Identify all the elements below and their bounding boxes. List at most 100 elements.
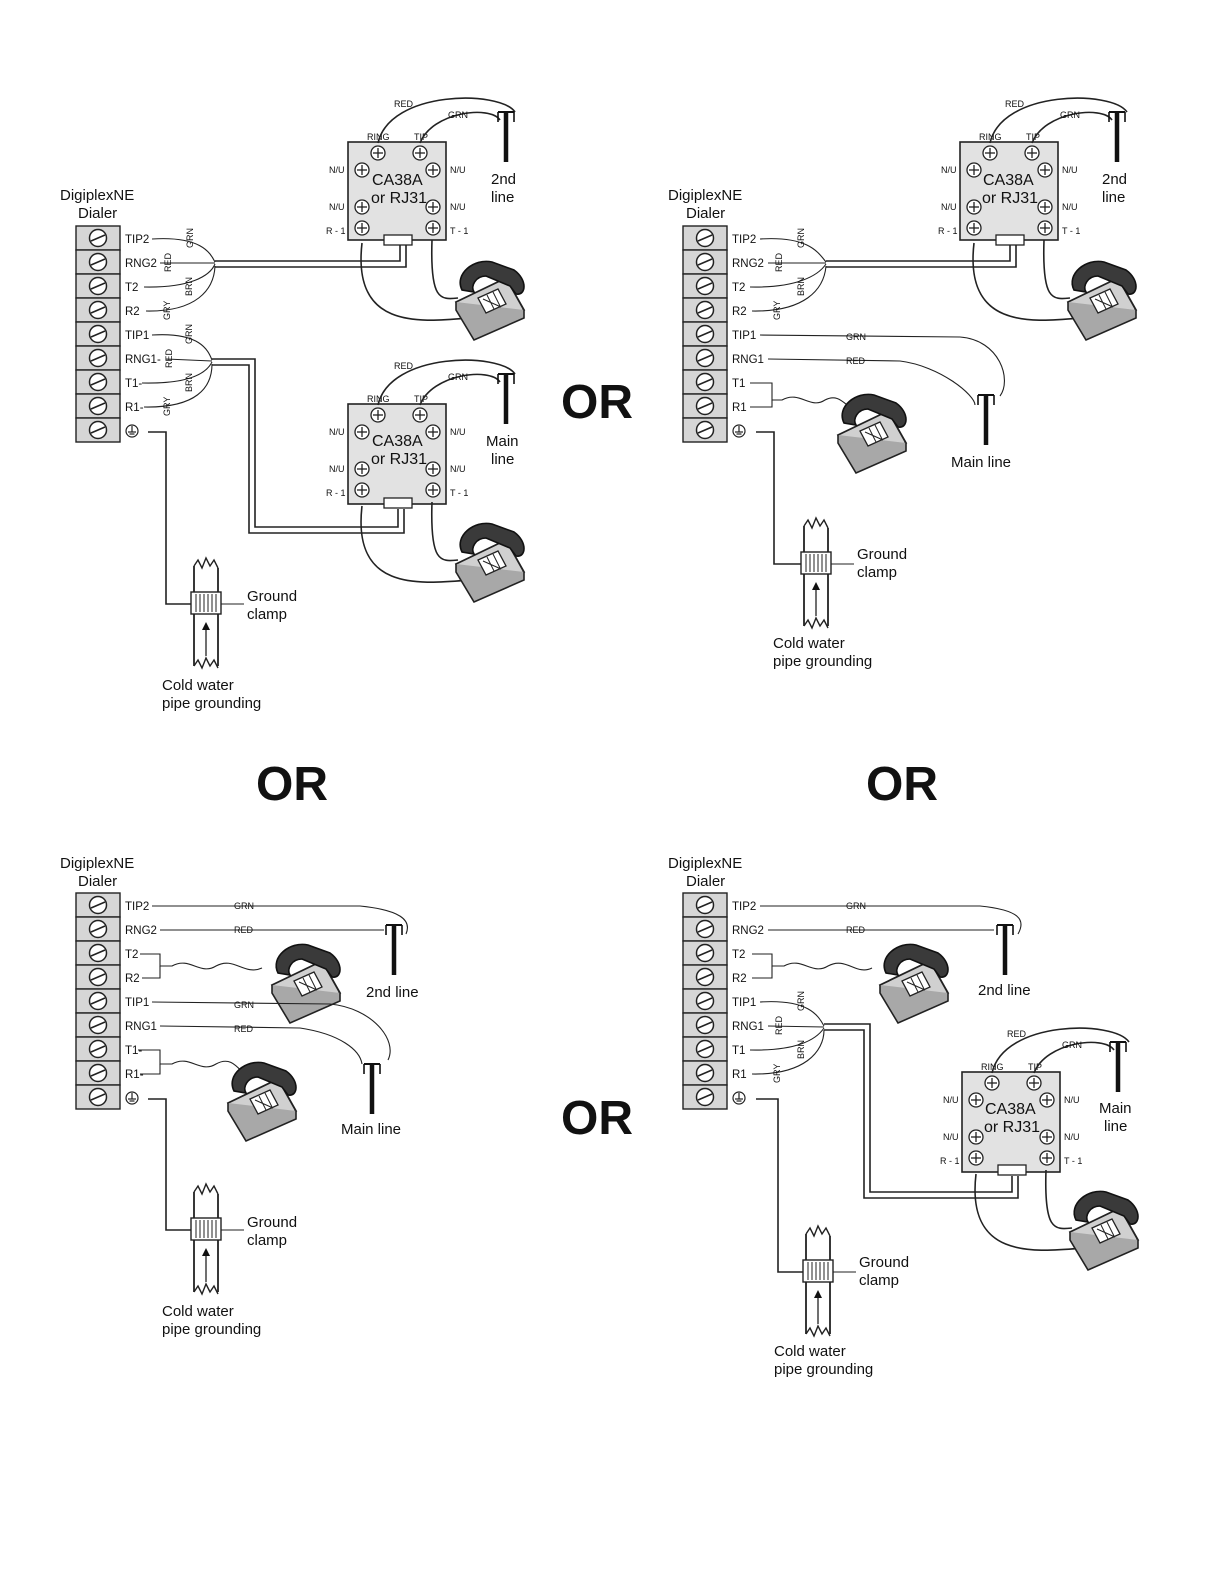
label-wire_colors-red: RED — [234, 925, 254, 935]
label-wire_colors-red: RED — [163, 252, 173, 272]
label-jack-nu: N/U — [1064, 1132, 1080, 1142]
label-dialer-name: DigiplexNE — [60, 855, 134, 872]
telephone-icon — [271, 943, 341, 1024]
label-terminals_plain-4: TIP1 — [732, 997, 756, 1009]
terminal-t1: T1- — [125, 378, 142, 390]
label-terminals_plain-1: RNG2 — [732, 925, 764, 937]
label-wire_colors-grn: GRN — [846, 901, 866, 911]
label-terminals_plain-5: RNG1 — [125, 1021, 157, 1033]
quadrant-bottom-right: DigiplexNE Dialer TIP2 RNG2 T2 R2 TIP1 R… — [668, 855, 1139, 1378]
label-jack-nu: N/U — [329, 165, 345, 175]
telephone-icon — [1069, 1190, 1139, 1271]
label-ground-pipe_b: pipe grounding — [162, 1321, 261, 1338]
label-wire_colors-gry: GRY — [772, 1064, 782, 1083]
label-ground-clamp_a: Ground — [859, 1254, 909, 1271]
telephone-icon — [837, 393, 907, 474]
label-jack-nu: N/U — [450, 427, 466, 437]
label-wire_colors-red: RED — [1005, 99, 1025, 109]
ground-pipe — [802, 1225, 834, 1337]
label-lines-second_b: line — [1102, 189, 1125, 206]
label-jack-nu: N/U — [329, 427, 345, 437]
label-terminals_plain-7: R1 — [732, 1069, 747, 1081]
label-wire_colors-grn: GRN — [184, 324, 194, 344]
label-dialer-name: DigiplexNE — [668, 855, 742, 872]
terminal-r1: R1- — [125, 402, 144, 414]
label-wire_colors-red: RED — [234, 1024, 254, 1034]
jack-lower: CA38A or RJ31 RING TIP N/U N/U N/U N/U R… — [326, 394, 468, 509]
label-dialer-sub: Dialer — [78, 873, 117, 890]
label-jack-nu: N/U — [943, 1095, 959, 1105]
label-jack-nu: N/U — [941, 165, 957, 175]
label-terminals_plain-3: R2 — [732, 306, 747, 318]
label-lines-main_b: line — [1104, 1118, 1127, 1135]
label-wire_colors-red: RED — [846, 925, 866, 935]
label-terminals_plain-6: T1 — [732, 1045, 745, 1057]
ground-pipe — [190, 1183, 222, 1295]
label-wire_colors-gry: GRY — [162, 301, 172, 320]
label-jack-tip: TIP — [1028, 1062, 1042, 1072]
label-wire_colors-gry: GRY — [772, 301, 782, 320]
label-wire_colors-red: RED — [774, 1015, 784, 1035]
label-terminals-1: RNG2 — [125, 925, 157, 937]
label-wire_colors-grn: GRN — [448, 110, 468, 120]
label-jack-t1: T - 1 — [1062, 226, 1080, 236]
label-wire_colors-red: RED — [774, 252, 784, 272]
label-ground-clamp_b: clamp — [859, 1272, 899, 1289]
label-terminals-0: TIP2 — [125, 901, 149, 913]
quadrant-top-right: DigiplexNE Dialer TIP2 RNG2 T2 R2 TIP1 R… — [668, 97, 1137, 670]
label-jack-name2: or RJ31 — [984, 1119, 1040, 1136]
label-jack-nu: N/U — [1062, 202, 1078, 212]
label-jack-name1: CA38A — [983, 172, 1034, 189]
label-jack-r1: R - 1 — [940, 1156, 960, 1166]
label-terminals-2: T2 — [125, 949, 138, 961]
or-separator: OR — [256, 758, 328, 811]
label-jack-tip: TIP — [414, 394, 428, 404]
label-jack-t1: T - 1 — [1064, 1156, 1082, 1166]
label-terminals_plain-7: R1 — [732, 402, 747, 414]
jack-lower: CA38A or RJ31 RING TIP N/U N/U N/U N/U R… — [940, 1062, 1082, 1176]
line-label-2nd-a: 2nd — [491, 171, 516, 188]
label-terminals_plain-2: T2 — [732, 282, 745, 294]
label-wire_colors-brn: BRN — [184, 277, 194, 296]
label-ground-pipe_b: pipe grounding — [162, 695, 261, 712]
quadrant-top-left: DigiplexNE Dialer TIP2 RNG2 T2 R2 TIP1 R… — [60, 97, 525, 712]
label-jack-t1: T - 1 — [450, 488, 468, 498]
label-wire_colors-brn: BRN — [796, 277, 806, 296]
label-wire_colors-grn: GRN — [846, 332, 866, 342]
label-jack-ring: RING — [981, 1062, 1004, 1072]
label-wire_colors-grn: GRN — [448, 372, 468, 382]
label-jack-name1: CA38A — [985, 1101, 1036, 1118]
label-ground-clamp_a: Ground — [247, 1214, 297, 1231]
label-ground-pipe_a: Cold water — [162, 1303, 234, 1320]
line-label-2nd-b: line — [491, 189, 514, 206]
label-jack-nu: N/U — [941, 202, 957, 212]
jack-upper: CA38A or RJ31 RING TIP N/U N/U N/U N/U R… — [938, 132, 1080, 246]
label-jack-r1: R - 1 — [938, 226, 958, 236]
telephone-icon — [1067, 260, 1137, 341]
telephone-icon — [227, 1061, 297, 1142]
label-ground-clamp_b: clamp — [857, 564, 897, 581]
label-terminals_plain-3: R2 — [732, 973, 747, 985]
label-wire_colors-grn: GRN — [234, 901, 254, 911]
label-terminals_plain-5: RNG1 — [732, 1021, 764, 1033]
label-jack-nu: N/U — [1064, 1095, 1080, 1105]
label-terminals_plain-0: TIP2 — [732, 901, 756, 913]
label-ground-clamp_a: Ground — [857, 546, 907, 563]
telephone-icon — [455, 260, 525, 341]
label-ground-pipe_a: Cold water — [773, 635, 845, 652]
label-jack-tip: TIP — [1026, 132, 1040, 142]
label-terminals_plain-6: T1 — [732, 378, 745, 390]
telephone-icon — [455, 522, 525, 603]
label-ground-pipe_b: pipe grounding — [773, 653, 872, 670]
label-lines-second_full: 2nd line — [978, 982, 1031, 999]
ground-pipe — [190, 557, 222, 669]
label-jack-nu: N/U — [329, 464, 345, 474]
label-lines-main_a: Main — [1099, 1100, 1132, 1117]
label-wire_colors-red: RED — [1007, 1029, 1027, 1039]
label-dialer-sub: Dialer — [686, 205, 725, 222]
or-separator: OR — [866, 758, 938, 811]
label-wire_colors-grn: GRN — [185, 228, 195, 248]
label-ground-pipe_b: pipe grounding — [774, 1361, 873, 1378]
label-jack-ring: RING — [979, 132, 1002, 142]
